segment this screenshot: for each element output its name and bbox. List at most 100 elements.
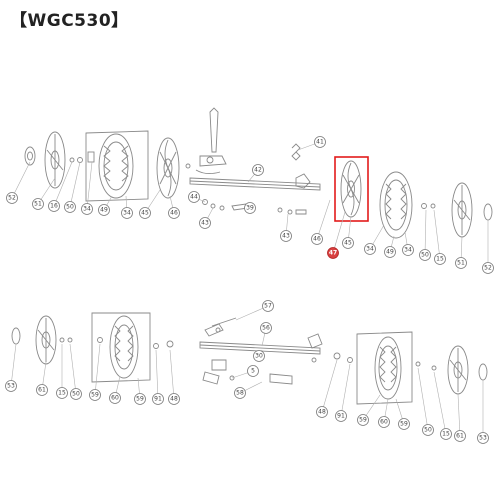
- callout-label: 44: [188, 191, 200, 203]
- hubcap-right-bottom: [478, 363, 488, 381]
- hubcap-left-bottom: [11, 327, 21, 345]
- callout-label: 59: [398, 418, 410, 430]
- callout-label: 50: [419, 249, 431, 261]
- callout-number: 41: [316, 139, 324, 146]
- callout-label: 34: [402, 244, 414, 256]
- callout-label: 15: [56, 387, 68, 399]
- callout-label: 61: [36, 384, 48, 396]
- highlighted-rim: [334, 156, 369, 222]
- callout-number: 56: [262, 325, 270, 332]
- callout-number: 59: [136, 396, 144, 403]
- leader-line: [340, 363, 351, 417]
- callout-label: 46: [168, 207, 180, 219]
- callout-number: 43: [282, 233, 290, 240]
- callout-number: 42: [254, 167, 262, 174]
- axle-parts-left-top: [69, 151, 95, 163]
- leader-line: [433, 209, 441, 260]
- callout-label: 52: [6, 192, 18, 204]
- callout-label: 52: [482, 262, 494, 274]
- callout-label: 49: [384, 246, 396, 258]
- callout-label: 34: [81, 203, 93, 215]
- tyre-left-top: [85, 130, 149, 202]
- bracket-top-right: [295, 173, 311, 189]
- callout-label: 59: [89, 389, 101, 401]
- callout-label: 16: [48, 200, 60, 212]
- callout-label: 42: [252, 164, 264, 176]
- callout-number: 91: [337, 413, 345, 420]
- callout-number: 51: [457, 260, 465, 267]
- leader-line: [155, 349, 159, 400]
- callout-label: 43: [199, 217, 211, 229]
- callout-number: 60: [380, 419, 388, 426]
- leader-line: [417, 367, 429, 431]
- callout-label: 34: [121, 207, 133, 219]
- axle-parts-left-bottom: [59, 337, 103, 343]
- callout-number: 44: [190, 194, 198, 201]
- callout-number: 15: [442, 431, 450, 438]
- callout-number: 50: [424, 427, 432, 434]
- callout-number: 48: [318, 409, 326, 416]
- height-adjust-lever: [185, 107, 227, 175]
- callout-label: 51: [32, 198, 44, 210]
- callout-label: 53: [5, 380, 17, 392]
- callout-number: 51: [34, 201, 42, 208]
- callout-number: 47: [329, 250, 337, 257]
- leader-line: [11, 161, 31, 199]
- callout-number: 16: [50, 203, 58, 210]
- callout-label: 39: [244, 202, 256, 214]
- callout-label: 50: [70, 388, 82, 400]
- callout-number: 48: [170, 396, 178, 403]
- callout-label: 43: [280, 230, 292, 242]
- leader-line: [424, 209, 427, 256]
- leader-line: [433, 371, 447, 435]
- hubcap-right-top: [483, 203, 493, 221]
- model-title: 【WGC530】: [10, 11, 129, 31]
- callout-number: 45: [141, 210, 149, 217]
- callout-label: 34: [364, 243, 376, 255]
- callout-label: 91: [152, 393, 164, 405]
- tyre-right-top: [379, 171, 413, 239]
- leader-line: [69, 161, 81, 208]
- leader-line: [321, 359, 338, 413]
- callout-label: 49: [98, 204, 110, 216]
- callout-number: 52: [8, 195, 16, 202]
- callout-number: 53: [479, 435, 487, 442]
- callout-number: 50: [421, 252, 429, 259]
- callout-number: 61: [38, 387, 46, 394]
- callout-label: 53: [477, 432, 489, 444]
- callout-number: 15: [436, 256, 444, 263]
- callout-label: 56: [260, 322, 272, 334]
- callout-number: 50: [66, 204, 74, 211]
- leader-line: [457, 393, 461, 437]
- callout-number: 43: [201, 220, 209, 227]
- callout-number: 46: [313, 236, 321, 243]
- callout-label: 5: [247, 365, 259, 377]
- wheel-disc-right-bottom: [447, 345, 469, 395]
- callout-label: 46: [311, 233, 323, 245]
- callout-label: 59: [134, 393, 146, 405]
- callout-label: 91: [335, 410, 347, 422]
- callout-number: 34: [366, 246, 374, 253]
- callout-number: 30: [255, 353, 263, 360]
- wheel-disc-right-top: [451, 182, 473, 238]
- callout-label: 60: [378, 416, 390, 428]
- leader-line: [94, 343, 101, 396]
- callout-number: 57: [264, 303, 272, 310]
- callout-label: 50: [64, 201, 76, 213]
- highlight-box: [334, 156, 369, 222]
- callout-label: 58: [234, 387, 246, 399]
- callout-number: 50: [72, 391, 80, 398]
- leader-line: [316, 199, 331, 240]
- front-axle-assembly: [199, 317, 323, 385]
- callout-number: 5: [251, 368, 255, 375]
- callout-number: 59: [359, 417, 367, 424]
- callout-number: 59: [91, 392, 99, 399]
- callout-label: 59: [357, 414, 369, 426]
- rim-left-top: [156, 137, 180, 199]
- callout-number: 15: [58, 390, 66, 397]
- callout-label: 45: [342, 237, 354, 249]
- callout-number: 91: [154, 396, 162, 403]
- callout-label: 15: [440, 428, 452, 440]
- axle-parts-mid-bottom-left: [153, 340, 174, 349]
- callout-label: 15: [434, 253, 446, 265]
